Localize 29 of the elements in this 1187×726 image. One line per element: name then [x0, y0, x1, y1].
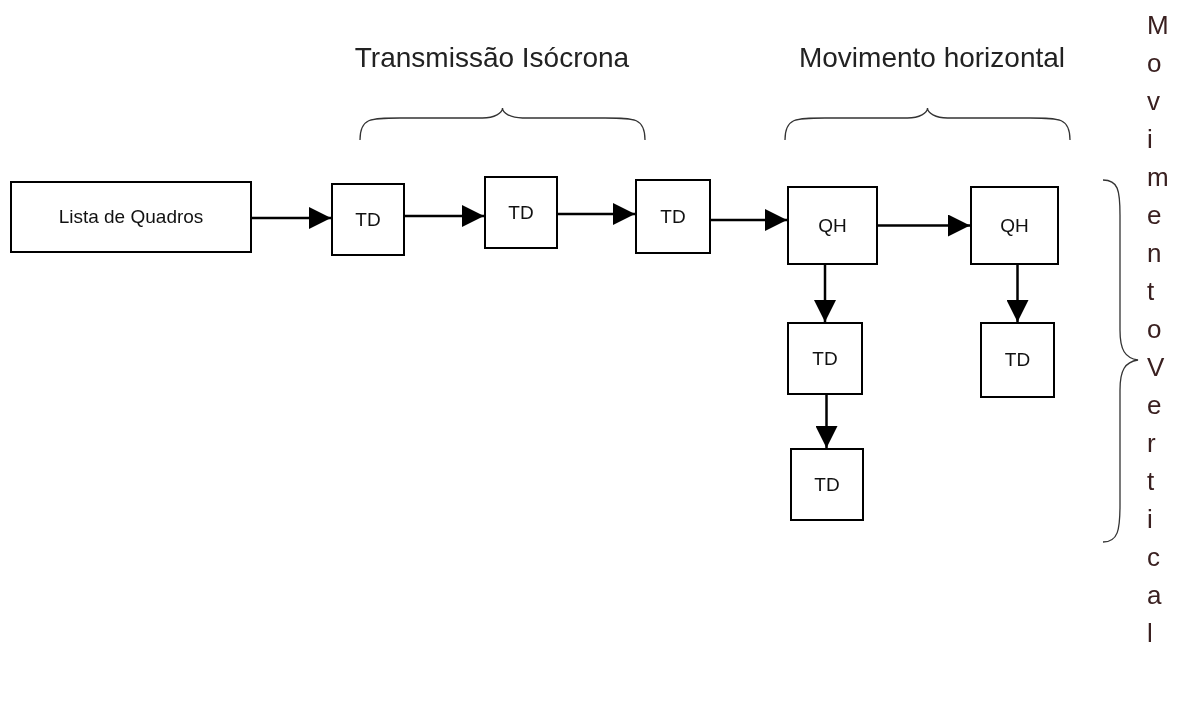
list-node-box [635, 179, 711, 254]
list-node-box [331, 183, 405, 256]
group-heading: Transmissão Isócrona [354, 42, 630, 74]
arrow [815, 395, 838, 448]
list-node-box [787, 322, 863, 395]
list-node-box [970, 186, 1059, 265]
node-label: TD [508, 201, 534, 224]
arrow [814, 265, 836, 322]
list-node-box [980, 322, 1055, 398]
node-label: QH [1000, 214, 1029, 237]
list-node-box [790, 448, 864, 521]
list-node-box [484, 176, 558, 249]
arrow [878, 214, 970, 237]
group-heading: Movimento horizontal [798, 42, 1066, 74]
node-label: TD [814, 473, 840, 496]
list-node-box [787, 186, 878, 265]
node-label: TD [355, 208, 381, 231]
arrow [711, 209, 787, 231]
node-label: Lista de Quadros [58, 206, 204, 228]
node-label: TD [660, 205, 686, 228]
node-label: TD [812, 347, 838, 370]
node-label: QH [818, 214, 847, 237]
arrow [1006, 265, 1029, 322]
node-label: TD [1004, 349, 1031, 371]
arrow [558, 203, 635, 225]
arrow [252, 207, 331, 229]
vertical-heading: Movimento Vertical [1147, 9, 1173, 650]
arrow [405, 205, 484, 227]
list-node-box [10, 181, 252, 253]
